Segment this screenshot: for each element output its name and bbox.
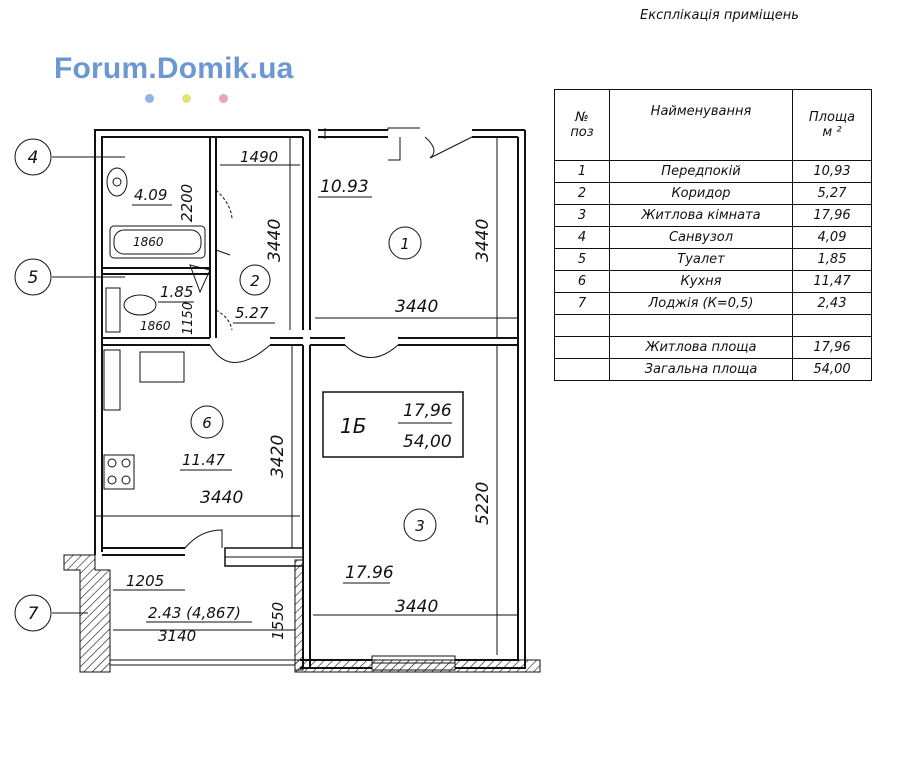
dim-1860-toilet: 1860 [140,319,171,333]
explication-table: № поз Найменування Площа м ² 1 Передпокі… [554,89,872,381]
dim-1205: 1205 [126,572,164,590]
area-corridor: 5.27 [235,304,269,322]
dimension-lines [95,137,518,655]
total-area: 54,00 [792,358,872,381]
row-name: Туалет [609,248,793,271]
total-name: Житлова площа [609,336,793,359]
site-logo: Forum.Domik.ua [54,52,294,86]
callout-leaders [52,156,125,614]
table-title: Експлікація приміщень [640,8,799,23]
table-header-row: № поз Найменування Площа м ² [554,89,872,161]
interior-walls [102,130,518,668]
dim-1150: 1150 [181,302,196,335]
callout-7: 7 [14,594,52,632]
area-loggia: 2.43 (4,867) [148,604,241,622]
dim-5220: 5220 [473,482,493,525]
unit-label: 1Б [340,414,366,438]
area-hall: 10.93 [320,177,369,197]
dim-3440-kitchen: 3440 [200,488,243,508]
room-1-number: 1 [400,235,410,253]
header-num: № поз [554,89,610,161]
dim-1490: 1490 [240,148,278,166]
dim-2200: 2200 [178,184,196,222]
logo-dot-blue [145,94,154,103]
callout-5-label: 5 [28,268,39,288]
room-1-marker: 1 [388,226,422,260]
area-kitchen: 11.47 [182,451,225,469]
fixtures [103,167,211,490]
dim-1550: 1550 [269,602,287,640]
callout-4: 4 [14,138,52,176]
room-6-number: 6 [202,414,212,432]
table-total-row: Загальна площа 54,00 [554,358,872,381]
logo-dot-pink [219,94,228,103]
dim-1860-bath: 1860 [133,235,164,249]
total-name: Загальна площа [609,358,793,381]
toilet-icon [105,287,121,333]
total-area: 17,96 [792,336,872,359]
dim-3420: 3420 [268,435,288,478]
site-logo-text: Forum.Domik.ua [54,52,294,85]
callout-5: 5 [14,258,52,296]
dim-3140: 3140 [158,627,196,645]
area-living: 17.96 [345,563,394,583]
dim-3440-right: 3440 [473,219,493,262]
table-row: 2 Коридор 5,27 [554,182,872,205]
kitchen-counter [103,349,121,411]
dim-3440-hall: 3440 [395,297,438,317]
unit-total-area: 54,00 [403,432,452,452]
callout-7-label: 7 [28,604,39,624]
bathtub-icon [109,225,206,259]
room-3-marker: 3 [403,508,437,542]
table-row: 7 Лоджія (К=0,5) 2,43 [554,292,872,315]
stove-icon [103,454,135,490]
logo-dot-yellow [182,94,191,103]
callout-4-label: 4 [28,148,39,168]
area-bath: 4.09 [134,186,167,204]
dim-3440-corridor: 3440 [265,219,285,262]
table-total-row: Житлова площа 17,96 [554,336,872,359]
room-2-number: 2 [250,272,260,290]
unit-summary-box: 1Б 17,96 54,00 [322,391,464,458]
logo-dots [145,88,256,107]
table-row: 5 Туалет 1,85 [554,248,872,271]
room-6-marker: 6 [190,405,224,439]
washbasin-icon [106,167,128,197]
loggia [63,554,541,673]
room-2-marker: 2 [239,264,271,296]
doors [184,127,473,549]
dim-3440-living: 3440 [395,597,438,617]
fridge-icon [189,264,211,294]
area-toilet: 1.85 [160,283,193,301]
row-area: 1,85 [792,248,872,271]
room-3-number: 3 [415,517,425,535]
unit-living-area: 17,96 [403,401,452,421]
sink-icon [139,351,185,383]
